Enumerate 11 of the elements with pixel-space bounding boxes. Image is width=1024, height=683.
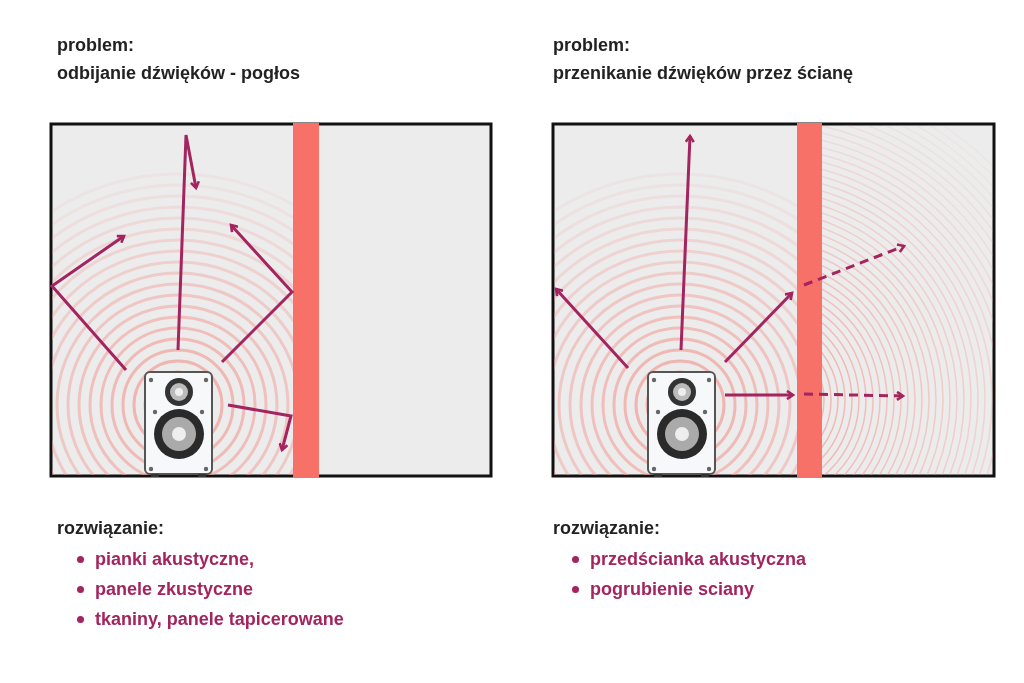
heading-text: odbijanie dźwięków - pogłos <box>57 62 300 85</box>
heading-text: rozwiązanie: <box>57 517 165 540</box>
heading-text: problem: <box>553 34 630 57</box>
solution-item: pogrubienie sciany <box>590 578 755 601</box>
heading-text: problem: <box>57 34 134 57</box>
heading-text: przenikanie dźwięków przez ścianę <box>553 62 854 85</box>
solution-item: przedścianka akustyczna <box>590 548 807 571</box>
solution-item: panele zkustyczne <box>95 578 254 601</box>
heading-text: rozwiązanie: <box>553 517 661 540</box>
solution-item: pianki akustyczne, <box>95 548 255 571</box>
solution-item: tkaniny, panele tapicerowane <box>95 608 344 631</box>
